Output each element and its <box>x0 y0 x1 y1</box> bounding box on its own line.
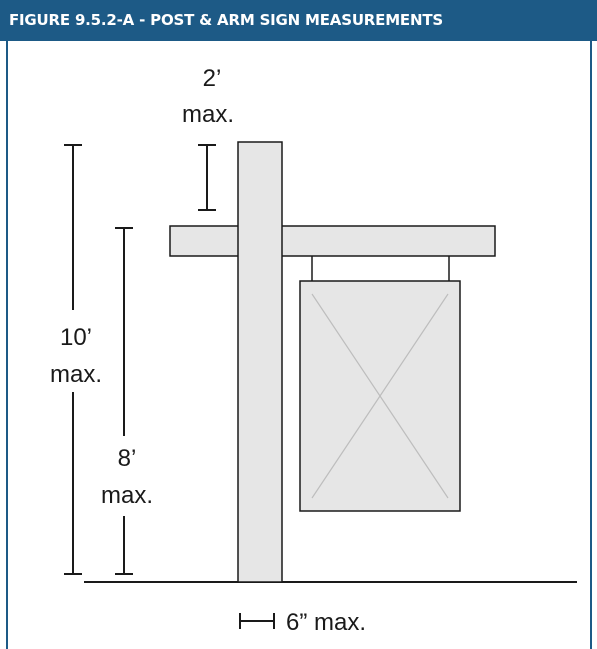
sign-arm <box>169 225 496 257</box>
arm-height-unit-label: max. <box>101 482 153 509</box>
frame-left-border <box>6 41 8 649</box>
top-clearance-unit-label: max. <box>182 101 234 128</box>
total-height-dimension <box>64 144 82 575</box>
post-width-label: 6” max. <box>286 609 366 636</box>
figure-title: FIGURE 9.5.2-A - POST & ARM SIGN MEASURE… <box>9 11 443 29</box>
sign-panel-cross-2 <box>311 293 449 499</box>
sign-post <box>237 141 283 583</box>
top-clearance-value-label: 2’ <box>203 65 222 92</box>
arm-height-value-label: 8’ <box>118 445 137 472</box>
top-clearance-dimension <box>198 144 216 211</box>
frame-right-border <box>590 41 592 649</box>
total-height-unit-label: max. <box>50 361 102 388</box>
arm-height-dimension <box>115 227 133 575</box>
post-width-dimension <box>239 613 275 629</box>
figure-header: FIGURE 9.5.2-A - POST & ARM SIGN MEASURE… <box>0 0 597 41</box>
total-height-value-label: 10’ <box>60 324 92 351</box>
